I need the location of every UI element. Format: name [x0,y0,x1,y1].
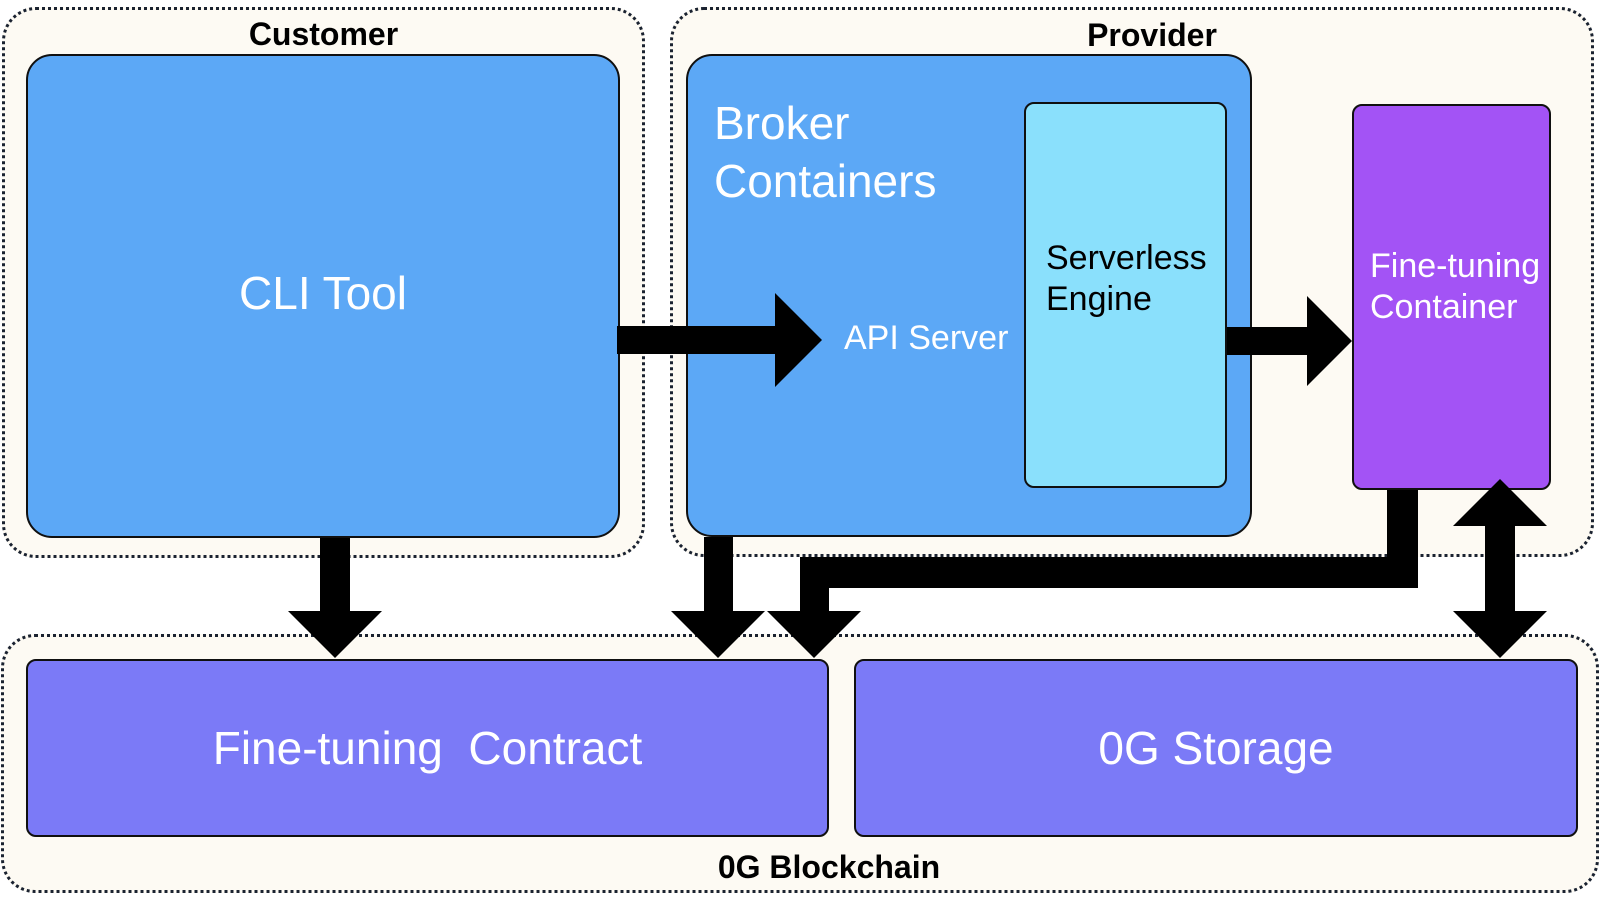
provider-group-title: Provider [1087,17,1217,53]
storage-label: 0G Storage [1098,722,1334,774]
blockchain-group-title: 0G Blockchain [717,849,941,885]
serverless-engine-label-line1: Serverless [1046,239,1207,277]
broker-containers-label-line1: Broker [714,97,850,149]
serverless-engine-label-line2: Engine [1046,280,1152,318]
cli-tool-box[interactable]: CLI Tool [26,54,620,538]
customer-group-title: Customer [248,16,399,52]
broker-containers-label-line2: Containers [714,155,937,207]
storage-box[interactable]: 0G Storage [854,659,1578,837]
fine-tuning-container-box[interactable]: Fine-tuning Container [1352,104,1551,490]
fine-tuning-contract-box[interactable]: Fine-tuning Contract [26,659,829,837]
cli-tool-label: CLI Tool [239,267,407,319]
fine-tuning-container-label-line1: Fine-tuning [1370,247,1541,285]
fine-tuning-container-label-line2: Container [1370,288,1518,326]
fine-tuning-contract-label: Fine-tuning Contract [212,722,643,774]
api-server-label[interactable]: API Server [844,319,1009,357]
serverless-engine-box[interactable]: Serverless Engine [1024,102,1227,488]
